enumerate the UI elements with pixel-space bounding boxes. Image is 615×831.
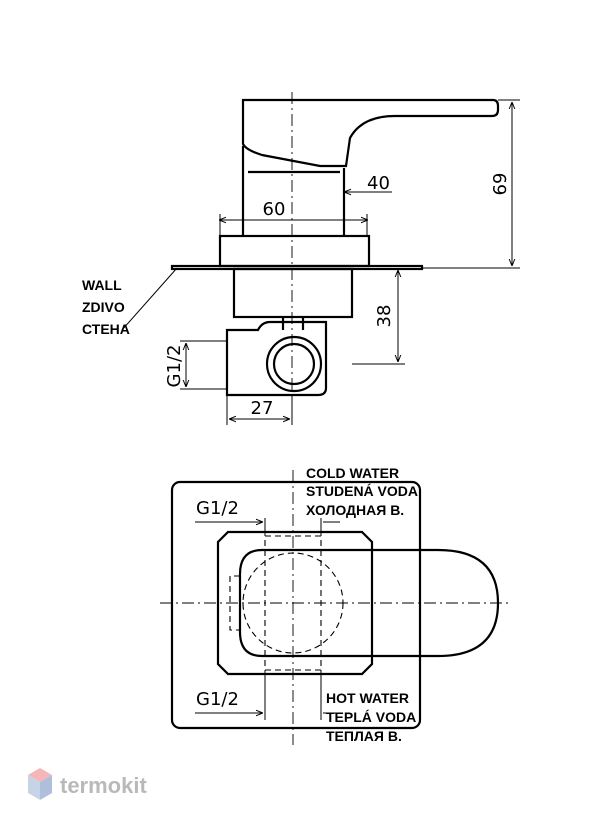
wall-label-ru: СТЕНА	[82, 321, 130, 337]
side-neck	[281, 317, 305, 330]
front-hidden-side	[229, 575, 240, 631]
hot-label-en: HOT WATER	[326, 690, 409, 706]
cold-label-en: COLD WATER	[306, 465, 399, 481]
hot-label-ru: ТЕПЛАЯ В.	[326, 728, 402, 744]
brand-name: termokit	[60, 773, 147, 798]
front-lever	[238, 548, 500, 658]
termokit-logo-icon	[28, 768, 52, 800]
wall-label-en: WALL	[82, 277, 122, 293]
side-flange	[218, 234, 371, 268]
side-view: 69 40 60 38 G1/2 27 WALL ZDIVO СТЕНА	[82, 92, 520, 425]
front-view: G1/2 G1/2 COLD WATER STUDENÁ VODA ХОЛОДН…	[160, 465, 508, 745]
side-outlet-outer	[265, 335, 323, 393]
wall-label-cz: ZDIVO	[82, 299, 125, 315]
dim-27-text: 27	[251, 398, 274, 419]
hot-label-cz: TEPLÁ VODA	[326, 709, 416, 725]
cold-label-ru: ХОЛОДНАЯ В.	[306, 502, 404, 518]
side-stem	[241, 146, 346, 236]
dim-69-text: 69	[490, 173, 511, 196]
dim-38-text: 38	[374, 305, 395, 328]
front-g12-bottom-text: G1/2	[196, 689, 239, 710]
front-g12-top-text: G1/2	[196, 498, 239, 519]
dim-40-text: 40	[367, 173, 390, 194]
brand-watermark: termokit	[28, 768, 147, 800]
front-body	[216, 530, 374, 676]
wall-leader	[121, 267, 178, 331]
dim-g12-side-text: G1/2	[164, 345, 185, 388]
side-body	[232, 267, 354, 319]
side-outlet	[225, 320, 328, 397]
dim-60-text: 60	[263, 199, 286, 220]
cold-label-cz: STUDENÁ VODA	[306, 483, 418, 499]
side-outlet-inner	[272, 342, 316, 386]
front-cover-plate	[170, 480, 422, 730]
side-lever	[241, 98, 500, 168]
